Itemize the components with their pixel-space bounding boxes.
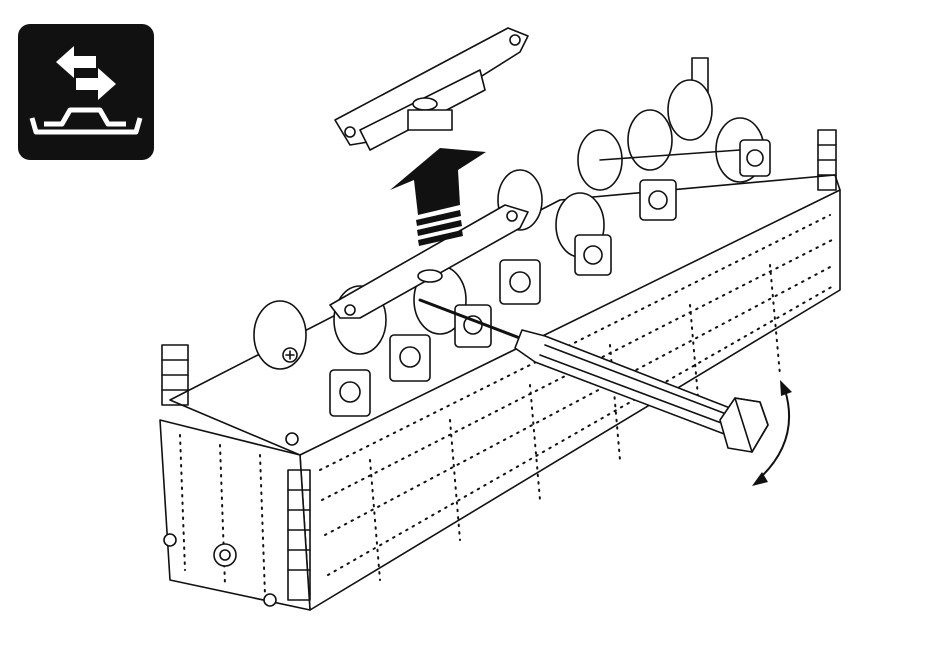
coupler-cover <box>335 28 528 150</box>
